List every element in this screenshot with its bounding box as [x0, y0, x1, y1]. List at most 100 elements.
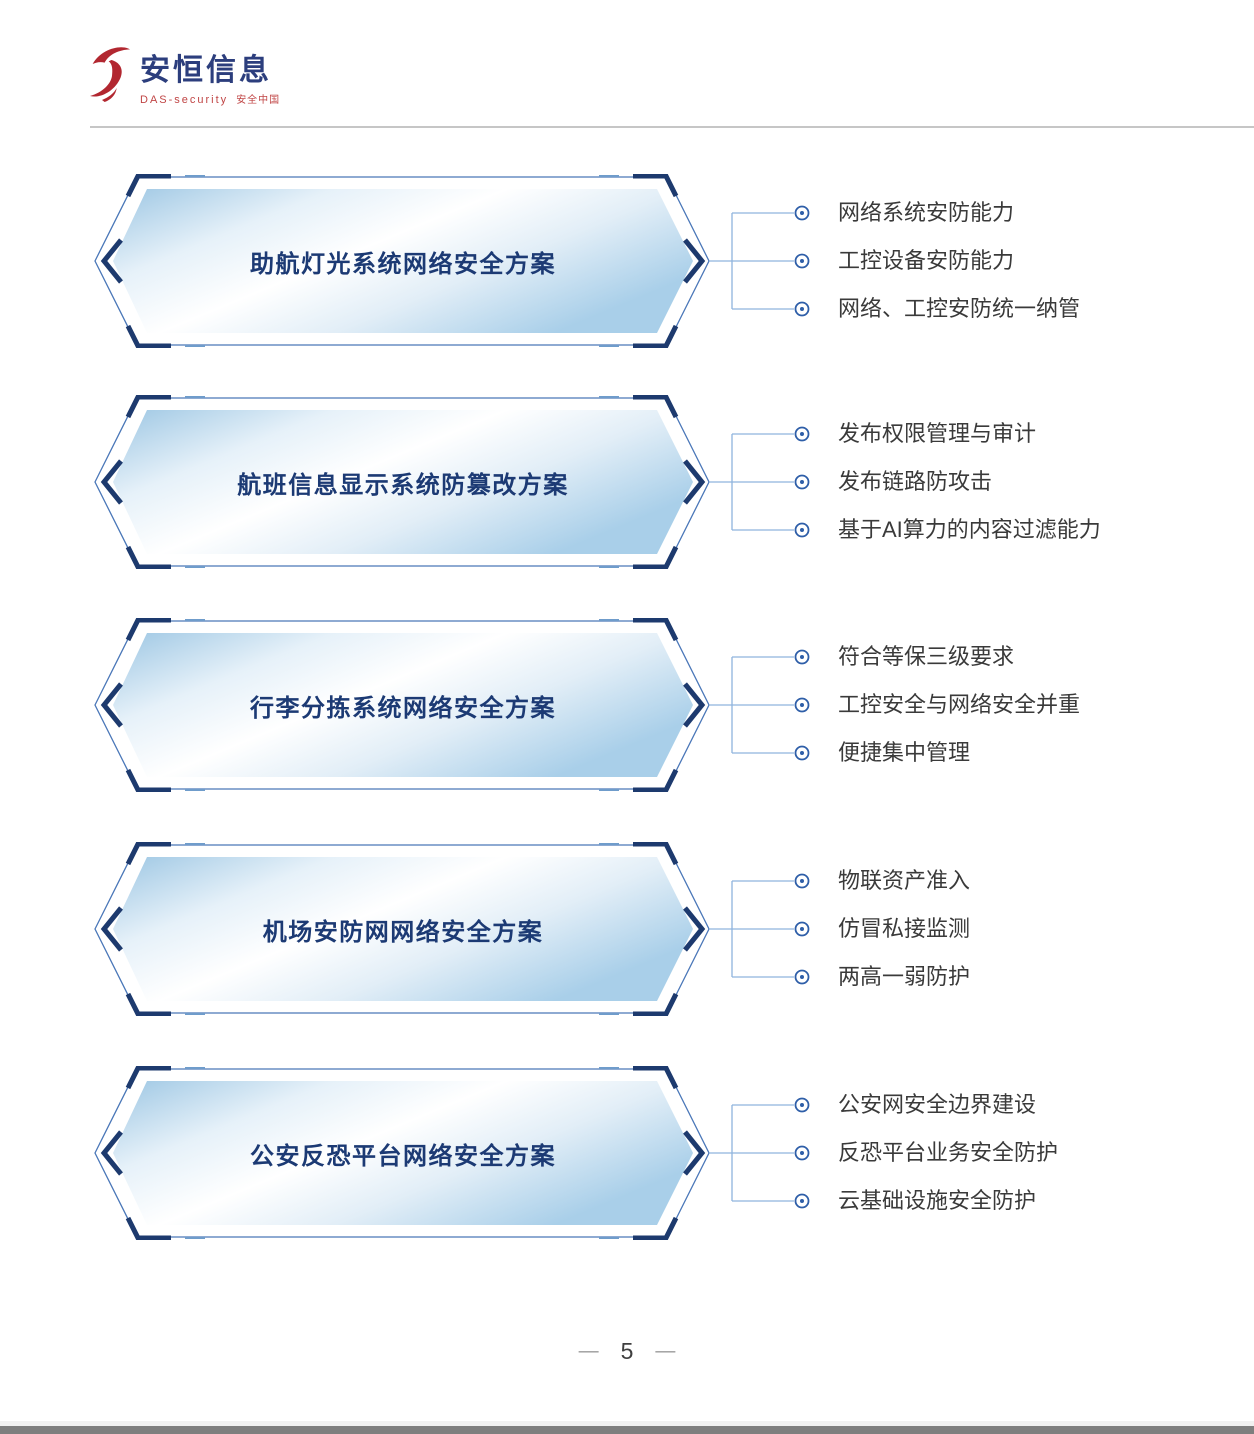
bullet-list: 物联资产准入 仿冒私接监测 两高一弱防护 [838, 857, 1198, 1001]
bullet-label: 反恐平台业务安全防护 [838, 1140, 1059, 1165]
connector-lines [709, 1097, 810, 1209]
bullet-ring-icon [794, 921, 810, 937]
das-security-logo-icon [90, 47, 130, 102]
brand-subtitle-en: DAS-security [140, 94, 229, 106]
footer-dash-right: — [655, 1340, 676, 1362]
page-number: 5 [620, 1338, 634, 1364]
bullet-ring-icon [794, 649, 810, 665]
left-tip-chevron [100, 1130, 123, 1176]
corner-accent-bottom-left [125, 768, 171, 792]
solution-row: 航班信息显示系统防篡改方案 发布权限管理与审计 发布链路防攻击 基于AI算力的内… [93, 395, 1193, 569]
bullet-label: 网络、工控安防统一纳管 [838, 296, 1081, 321]
left-tip-chevron [100, 906, 123, 952]
solution-row: 行李分拣系统网络安全方案 符合等保三级要求 工控安全与网络安全并重 便捷集中管理 [93, 618, 1193, 792]
right-tip-chevron [683, 238, 706, 284]
banner-title: 助航灯光系统网络安全方案 [250, 250, 556, 278]
banner-fill [113, 410, 693, 554]
bullet-list: 发布权限管理与审计 发布链路防攻击 基于AI算力的内容过滤能力 [838, 410, 1198, 554]
brand-subtitle: DAS-security 安全中国 [140, 91, 280, 106]
bullet-label: 便捷集中管理 [838, 740, 971, 765]
corner-accent-bottom-left [125, 992, 171, 1016]
corner-accent-top-left [125, 618, 171, 642]
bullet-ring-icon [794, 426, 810, 442]
bullet-label: 两高一弱防护 [838, 964, 971, 989]
bullet-ring-icon [794, 253, 810, 269]
right-tip-chevron [683, 1130, 706, 1176]
company-logo: 安恒信息 DAS-security 安全中国 [88, 44, 280, 106]
bullet-ring-icon [794, 697, 810, 713]
left-tip-chevron [100, 238, 123, 284]
bullet-label: 网络系统安防能力 [838, 200, 1015, 225]
bullet-label: 仿冒私接监测 [838, 916, 971, 941]
bullet-ring-icon [794, 1145, 810, 1161]
bullet-list: 网络系统安防能力 工控设备安防能力 网络、工控安防统一纳管 [838, 189, 1198, 333]
bullet-list: 符合等保三级要求 工控安全与网络安全并重 便捷集中管理 [838, 633, 1198, 777]
right-tip-chevron [683, 682, 706, 728]
bullet-label: 工控安全与网络安全并重 [838, 692, 1081, 717]
bullet-label: 云基础设施安全防护 [838, 1188, 1037, 1213]
connector-lines [709, 649, 810, 761]
banner-fill [113, 857, 693, 1001]
corner-accent-top-left [125, 174, 171, 198]
window-bottom-strip [0, 1421, 1254, 1426]
connector-lines [709, 426, 810, 538]
corner-accent-bottom-left [125, 324, 171, 348]
bullet-label: 工控设备安防能力 [838, 248, 1015, 273]
bullet-label: 发布链路防攻击 [838, 469, 993, 494]
corner-accent-top-left [125, 1066, 171, 1090]
solution-row: 助航灯光系统网络安全方案 网络系统安防能力 工控设备安防能力 网络、工控安防统一… [93, 174, 1193, 348]
bullet-label: 发布权限管理与审计 [838, 421, 1037, 446]
banner-fill [113, 189, 693, 333]
brand-name: 安恒信息 [140, 54, 272, 87]
bullet-ring-icon [794, 969, 810, 985]
banner-fill [113, 1081, 693, 1225]
banner-title: 机场安防网网络安全方案 [262, 918, 544, 946]
page-footer: — 5 — [0, 1338, 1254, 1365]
left-tip-chevron [100, 682, 123, 728]
bullet-ring-icon [794, 1097, 810, 1113]
window-bottom-bar [0, 1426, 1254, 1434]
corner-accent-bottom-right [633, 545, 679, 569]
right-tip-chevron [683, 906, 706, 952]
banner-fill [113, 633, 693, 777]
corner-accent-top-right [633, 395, 679, 419]
bullet-list: 公安网安全边界建设 反恐平台业务安全防护 云基础设施安全防护 [838, 1081, 1198, 1225]
brand-subtitle-cn: 安全中国 [236, 95, 281, 106]
corner-accent-top-left [125, 842, 171, 866]
solution-row: 机场安防网网络安全方案 物联资产准入 仿冒私接监测 两高一弱防护 [93, 842, 1193, 1016]
bullet-ring-icon [794, 474, 810, 490]
corner-accent-bottom-left [125, 545, 171, 569]
corner-accent-top-right [633, 842, 679, 866]
bullet-label: 物联资产准入 [838, 868, 971, 893]
bullet-label: 符合等保三级要求 [838, 644, 1015, 669]
logo-text: 安恒信息 DAS-security 安全中国 [140, 44, 280, 106]
bullet-label: 基于AI算力的内容过滤能力 [838, 517, 1101, 542]
banner-title: 行李分拣系统网络安全方案 [250, 694, 556, 722]
corner-accent-bottom-right [633, 324, 679, 348]
bullet-ring-icon [794, 745, 810, 761]
footer-dash-left: — [578, 1340, 599, 1362]
corner-accent-bottom-right [633, 768, 679, 792]
solution-banner [94, 842, 710, 1016]
corner-accent-bottom-right [633, 1216, 679, 1240]
bullet-ring-icon [794, 873, 810, 889]
corner-accent-bottom-right [633, 992, 679, 1016]
right-tip-chevron [683, 459, 706, 505]
bullet-ring-icon [794, 301, 810, 317]
solution-row: 公安反恐平台网络安全方案 公安网安全边界建设 反恐平台业务安全防护 云基础设施安… [93, 1066, 1193, 1240]
corner-accent-top-right [633, 1066, 679, 1090]
corner-accent-top-left [125, 395, 171, 419]
bullet-label: 公安网安全边界建设 [838, 1092, 1037, 1117]
left-tip-chevron [100, 459, 123, 505]
banner-title: 航班信息显示系统防篡改方案 [237, 471, 569, 499]
banner-title: 公安反恐平台网络安全方案 [250, 1142, 556, 1170]
header-divider [90, 126, 1254, 128]
corner-accent-top-right [633, 174, 679, 198]
bullet-ring-icon [794, 1193, 810, 1209]
connector-lines [709, 205, 810, 317]
corner-accent-top-right [633, 618, 679, 642]
bullet-ring-icon [794, 522, 810, 538]
corner-accent-bottom-left [125, 1216, 171, 1240]
connector-lines [709, 873, 810, 985]
